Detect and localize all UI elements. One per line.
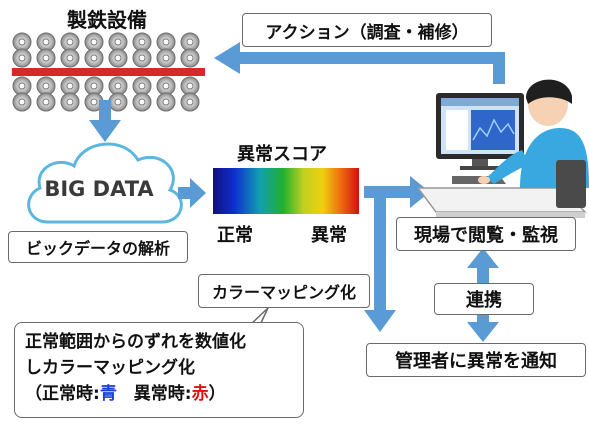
roller-hub [138,38,146,46]
roller-hub [162,82,170,90]
roller-hub [114,98,122,106]
roller-hub [42,98,50,106]
notify-label: 管理者に異常を通知 [366,343,586,377]
roller-hub [186,98,194,106]
note-line-1: 正常範囲からのずれを数値化 [25,332,246,352]
equipment-to-bigdata-arrow [89,100,121,142]
note-anomaly-color-word: 赤 [191,384,209,404]
roller-hub [90,38,98,46]
explanation-note: 正常範囲からのずれを数値化 しカラーマッピング化 （正常時:青 異常時:赤） [14,322,304,418]
anomaly-score-title: 異常スコア [237,144,327,165]
roller-hub [18,98,26,106]
red-steel-bar [12,68,205,76]
steel-equipment-title: 製鉄設備 [67,8,147,32]
note-line-3: （正常時:青 異常時:赤） [25,381,293,407]
color-mapping-label: カラーマッピング化 [198,274,370,308]
roller-hub [90,54,98,62]
operator-at-computer-illustration [416,79,589,218]
roller-hub [162,54,170,62]
roller-hub [66,98,74,106]
roller-hub [90,82,98,90]
roller-hub [114,38,122,46]
note-line-3-close: ） [208,384,226,404]
roller-hub [42,82,50,90]
roller-hub [186,54,194,62]
roller-hub [42,54,50,62]
score-anomaly-label: 異常 [311,225,347,246]
note-line-3-mid: 異常時: [116,384,192,404]
score-to-notify-arrow [364,192,396,332]
roller-hub [114,82,122,90]
roller-hub [138,82,146,90]
roller-hub [186,38,194,46]
roller-hub [66,38,74,46]
monitor-label: 現場で閲覧・監視 [396,217,576,251]
action-label: アクション（調査・補修） [242,13,492,47]
roller-hub [66,82,74,90]
score-normal-label: 正常 [217,225,253,246]
big-data-caption: ビックデータの解析 [8,231,188,263]
anomaly-score-gradient [213,168,359,214]
bigdata-to-score-arrow [178,178,206,208]
roller-hub [18,82,26,90]
note-line-3-open: （正常時: [25,384,100,404]
roller-hub [162,38,170,46]
roller-hub [186,82,194,90]
roller-hub [18,38,26,46]
link-label: 連携 [434,283,534,315]
cloud-icon [27,142,183,224]
roller-hub [18,54,26,62]
roller-hub [114,54,122,62]
roller-hub [42,38,50,46]
roller-hub [138,98,146,106]
roller-hub [90,98,98,106]
big-data-label: BIG DATA [44,177,154,201]
steel-equipment-rollers [12,32,200,112]
roller-hub [138,54,146,62]
note-line-2: しカラーマッピング化 [25,358,195,378]
note-normal-color-word: 青 [99,384,117,404]
roller-hub [66,54,74,62]
roller-hub [162,98,170,106]
action-arrow [214,42,505,84]
